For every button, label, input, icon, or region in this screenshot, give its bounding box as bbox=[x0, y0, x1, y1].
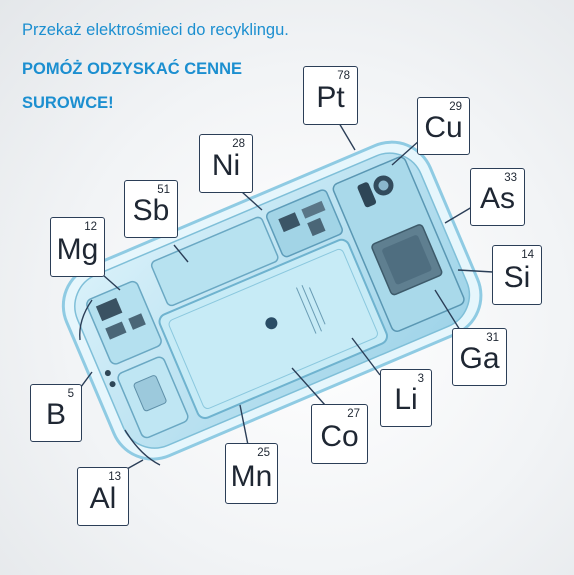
element-tile-ga: 31 Ga bbox=[452, 328, 507, 386]
headline-line-1: Przekaż elektrośmieci do recyklingu. bbox=[22, 21, 289, 39]
element-number: 78 bbox=[337, 70, 350, 82]
element-symbol: Ga bbox=[459, 342, 500, 375]
element-tile-mn: 25 Mn bbox=[225, 443, 278, 504]
battery-logo-dot bbox=[265, 317, 278, 330]
element-tile-mg: 12 Mg bbox=[50, 217, 105, 277]
element-tile-co: 27 Co bbox=[311, 404, 368, 464]
element-number: 13 bbox=[108, 471, 121, 483]
element-number: 3 bbox=[417, 373, 424, 385]
element-number: 27 bbox=[347, 408, 360, 420]
element-number: 33 bbox=[504, 172, 517, 184]
element-tile-ni: 28 Ni bbox=[199, 134, 253, 193]
battery bbox=[158, 238, 389, 420]
element-number: 51 bbox=[157, 184, 170, 196]
element-tile-li: 3 Li bbox=[380, 369, 432, 427]
element-symbol: B bbox=[45, 398, 66, 431]
element-symbol: Pt bbox=[316, 81, 345, 114]
element-symbol: Mn bbox=[230, 460, 273, 493]
element-symbol: Cu bbox=[424, 111, 463, 144]
element-tile-si: 14 Si bbox=[492, 245, 542, 305]
element-number: 29 bbox=[449, 101, 462, 113]
element-number: 25 bbox=[257, 447, 270, 459]
element-symbol: Al bbox=[89, 482, 117, 515]
element-symbol: Mg bbox=[56, 233, 99, 266]
element-symbol: As bbox=[479, 182, 515, 215]
element-number: 5 bbox=[67, 388, 74, 400]
element-number: 12 bbox=[84, 221, 97, 233]
element-tile-al: 13 Al bbox=[77, 467, 129, 526]
headline-line-2: POMÓŻ ODZYSKAĆ CENNE bbox=[22, 60, 243, 78]
element-tile-as: 33 As bbox=[470, 168, 525, 226]
headline-line-3: SUROWCE! bbox=[22, 94, 114, 112]
element-symbol: Co bbox=[320, 420, 359, 453]
element-symbol: Li bbox=[394, 383, 418, 416]
element-number: 28 bbox=[232, 138, 245, 150]
element-tile-sb: 51 Sb bbox=[124, 180, 178, 238]
element-number: 31 bbox=[486, 332, 499, 344]
headline: Przekaż elektrośmieci do recyklingu. POM… bbox=[22, 18, 442, 120]
element-tile-cu: 29 Cu bbox=[417, 97, 470, 155]
element-tile-b: 5 B bbox=[30, 384, 82, 442]
element-tile-pt: 78 Pt bbox=[303, 66, 358, 125]
element-symbol: Si bbox=[503, 261, 531, 294]
element-symbol: Ni bbox=[211, 149, 241, 182]
element-number: 14 bbox=[521, 249, 534, 261]
element-symbol: Sb bbox=[132, 194, 170, 227]
